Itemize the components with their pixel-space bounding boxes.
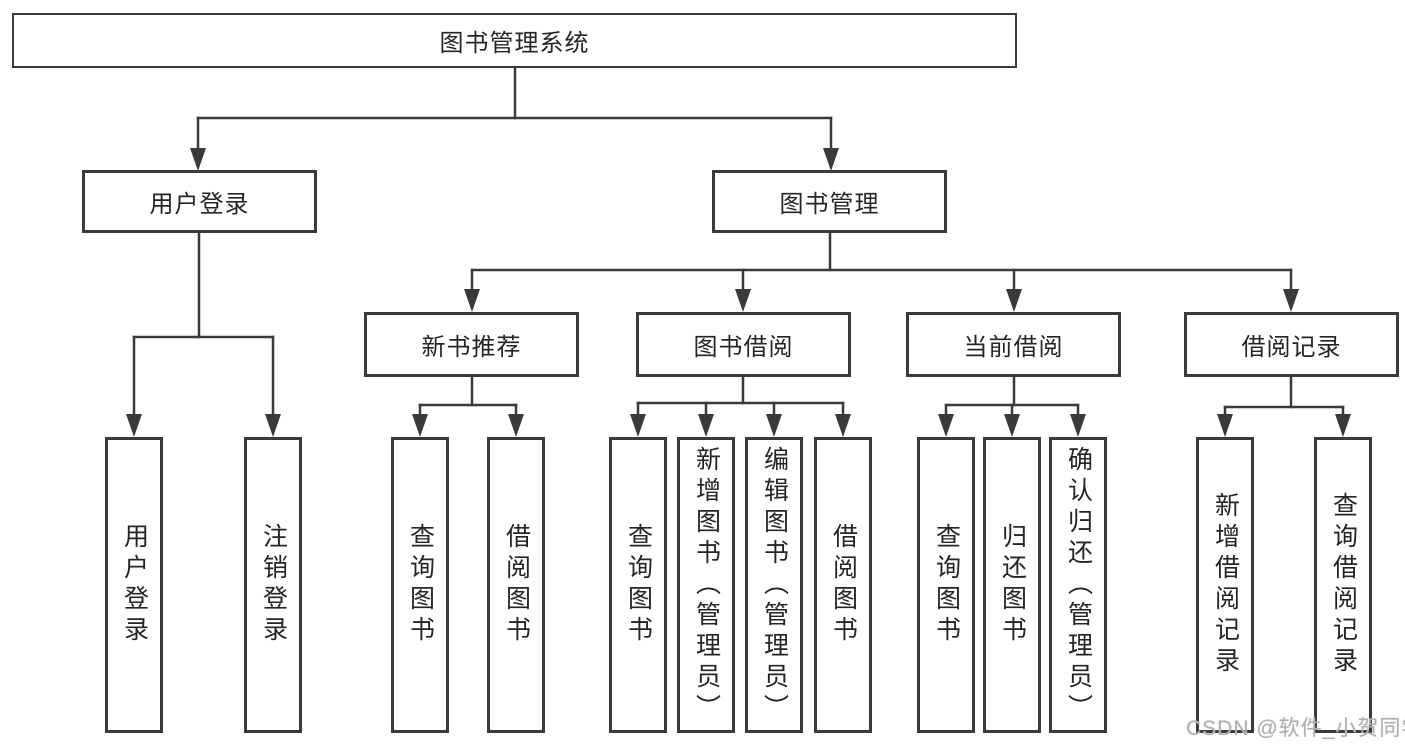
node-leaf-logout-label: 注销登录 [259, 523, 288, 647]
node-leaf-edit-book: 编辑图书（管理员） [745, 437, 803, 733]
node-borrow-records-label: 借阅记录 [1241, 334, 1342, 361]
node-leaf-add-borrow-record-label: 新增借阅记录 [1211, 492, 1240, 678]
node-leaf-borrow-book-2: 借阅图书 [814, 437, 872, 733]
node-leaf-query-book-3-label: 查询图书 [932, 523, 961, 647]
node-book-management: 图书管理 [712, 170, 947, 233]
node-leaf-add-borrow-record: 新增借阅记录 [1196, 437, 1254, 733]
node-user-login-group: 用户登录 [82, 170, 317, 233]
node-leaf-query-borrow-record-label: 查询借阅记录 [1329, 492, 1358, 678]
node-leaf-add-book-label: 新增图书（管理员） [692, 445, 721, 725]
node-user-login-group-label: 用户登录 [149, 191, 250, 218]
node-leaf-user-login-label: 用户登录 [120, 523, 149, 647]
node-leaf-user-login: 用户登录 [105, 437, 163, 733]
node-root-label: 图书管理系统 [439, 30, 590, 57]
node-book-borrow: 图书借阅 [636, 312, 851, 377]
node-current-borrow-label: 当前借阅 [963, 334, 1064, 361]
node-borrow-records: 借阅记录 [1184, 312, 1399, 377]
node-leaf-logout: 注销登录 [244, 437, 302, 733]
node-leaf-return-book-label: 归还图书 [998, 523, 1027, 647]
node-new-book-recommend-label: 新书推荐 [421, 334, 522, 361]
node-book-management-label: 图书管理 [779, 191, 880, 218]
node-leaf-query-book-1: 查询图书 [391, 437, 449, 733]
watermark: CSDN @软件_小贺同学 [1186, 717, 1405, 740]
node-current-borrow: 当前借阅 [906, 312, 1121, 377]
node-book-borrow-label: 图书借阅 [693, 334, 794, 361]
node-leaf-borrow-book-1-label: 借阅图书 [502, 523, 531, 647]
node-leaf-borrow-book-2-label: 借阅图书 [829, 523, 858, 647]
node-leaf-query-borrow-record: 查询借阅记录 [1314, 437, 1372, 733]
node-leaf-return-book: 归还图书 [983, 437, 1041, 733]
node-leaf-confirm-return: 确认归还（管理员） [1049, 437, 1107, 733]
node-root: 图书管理系统 [12, 13, 1017, 68]
node-new-book-recommend: 新书推荐 [364, 312, 579, 377]
node-leaf-query-book-2-label: 查询图书 [624, 523, 653, 647]
node-leaf-confirm-return-label: 确认归还（管理员） [1064, 445, 1093, 725]
node-leaf-query-book-2: 查询图书 [609, 437, 667, 733]
node-leaf-borrow-book-1: 借阅图书 [487, 437, 545, 733]
node-leaf-add-book: 新增图书（管理员） [677, 437, 735, 733]
node-leaf-query-book-1-label: 查询图书 [406, 523, 435, 647]
node-leaf-query-book-3: 查询图书 [917, 437, 975, 733]
node-leaf-edit-book-label: 编辑图书（管理员） [760, 445, 789, 725]
